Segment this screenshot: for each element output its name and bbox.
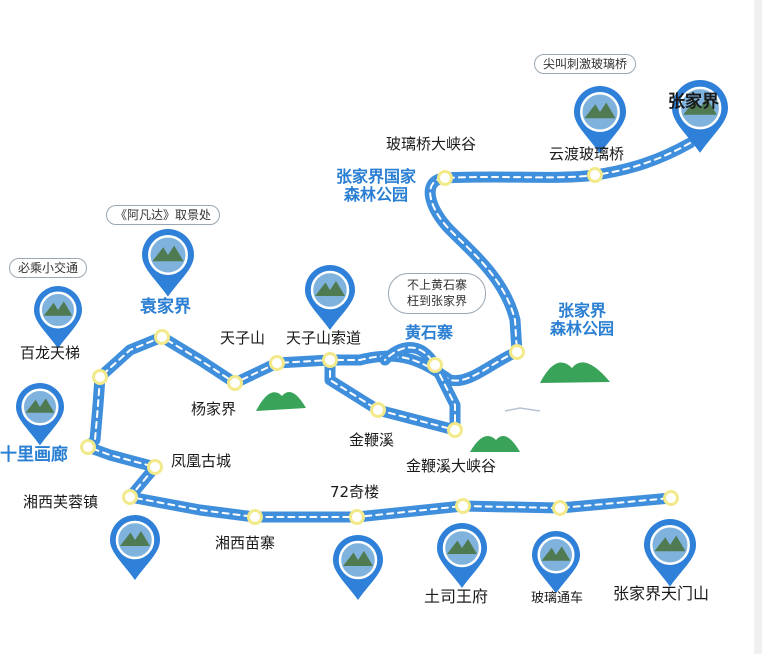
label-tusi-wangfu: 土司王府 bbox=[424, 587, 489, 606]
page-edge-strip bbox=[754, 0, 762, 654]
label-furong: 湘西芙蓉镇 bbox=[23, 493, 99, 511]
pin-scenery bbox=[43, 301, 73, 316]
label-yundu-bridge: 云渡玻璃桥 bbox=[549, 145, 625, 163]
tree-cluster-icon bbox=[256, 362, 610, 452]
label-huangshizhai: 黄石寨 bbox=[405, 323, 454, 342]
route-stop bbox=[122, 489, 138, 505]
route-stop bbox=[663, 490, 679, 506]
location-pin-icon bbox=[672, 80, 728, 153]
label-miaozhai: 湘西苗寨 bbox=[215, 534, 276, 552]
route-stop bbox=[269, 355, 285, 371]
tag-thrill-bridge: 尖叫刺激玻璃桥 bbox=[534, 54, 637, 75]
pin-scenery bbox=[541, 546, 571, 561]
route-stop bbox=[447, 422, 463, 438]
pin-scenery bbox=[120, 531, 150, 546]
route-stop bbox=[427, 357, 443, 373]
label-national-park: 张家界国家 森林公园 bbox=[335, 167, 416, 205]
location-pin-icon bbox=[532, 531, 580, 594]
label-fenghuang: 凤凰古城 bbox=[171, 452, 232, 470]
location-pin-icon bbox=[142, 229, 194, 297]
tag-huangshizhai-note-line-2: 枉到张家界 bbox=[406, 293, 467, 308]
route-stops bbox=[80, 167, 679, 525]
label-jinbianxi: 金鞭溪 bbox=[349, 431, 395, 449]
label-yuanjiajie: 袁家界 bbox=[140, 297, 191, 317]
pin-scenery bbox=[343, 551, 373, 566]
pin-scenery bbox=[447, 539, 477, 554]
tag-must-ride: 必乘小交通 bbox=[9, 258, 88, 279]
bird-icon bbox=[504, 407, 541, 412]
label-shili-hualang: 十里画廊 bbox=[0, 445, 68, 465]
route-stop bbox=[349, 509, 365, 525]
location-pins bbox=[16, 80, 728, 600]
route-stop bbox=[227, 375, 243, 391]
pin-scenery bbox=[25, 398, 55, 413]
route-stop bbox=[92, 369, 108, 385]
location-pin-icon bbox=[574, 86, 626, 154]
label-glass-canyon: 玻璃桥大峡谷 bbox=[386, 135, 477, 153]
route-stop bbox=[370, 402, 386, 418]
route-stop bbox=[509, 344, 525, 360]
location-pin-icon bbox=[644, 519, 696, 587]
route-stop bbox=[154, 329, 170, 345]
route-loop bbox=[324, 342, 461, 436]
pin-scenery bbox=[584, 102, 616, 119]
pin-scenery bbox=[152, 245, 184, 262]
label-72-qilou: 72奇楼 bbox=[330, 483, 380, 501]
location-pin-icon bbox=[109, 514, 160, 580]
label-zhangjiajie: 张家界 bbox=[668, 92, 719, 112]
label-glass-tram: 玻璃通车 bbox=[531, 591, 584, 606]
pin-scenery bbox=[315, 281, 345, 296]
route-stop bbox=[322, 352, 338, 368]
label-jinbianxi-canyon: 金鞭溪大峡谷 bbox=[406, 457, 497, 475]
location-pin-icon bbox=[305, 265, 355, 330]
tag-huangshizhai-note-line-1: 不上黄石寨 bbox=[406, 278, 467, 292]
route-stop bbox=[147, 459, 163, 475]
route-stop bbox=[455, 498, 471, 514]
location-pin-icon bbox=[333, 535, 383, 600]
tag-avatar-location: 《阿凡达》取景处 bbox=[106, 205, 221, 226]
tag-huangshizhai-note: 不上黄石寨 枉到张家界 bbox=[388, 273, 486, 315]
pin-scenery bbox=[654, 535, 686, 552]
location-pin-icon bbox=[34, 286, 82, 349]
pin-scenery bbox=[683, 97, 717, 115]
label-yangjiajie: 杨家界 bbox=[191, 400, 237, 418]
label-forest-park: 张家界 森林公园 bbox=[549, 301, 614, 339]
label-tianmenshan: 张家界天门山 bbox=[613, 584, 710, 603]
label-tianzishan: 天子山 bbox=[220, 329, 266, 347]
route-stop bbox=[587, 167, 603, 183]
route-stop bbox=[437, 170, 453, 186]
location-pin-icon bbox=[437, 523, 487, 588]
route-dash-line bbox=[329, 346, 456, 431]
location-pin-icon bbox=[16, 383, 64, 446]
route-stop bbox=[80, 439, 96, 455]
route-stop bbox=[247, 509, 263, 525]
label-bailong-elevator: 百龙天梯 bbox=[20, 344, 81, 362]
label-tianzi-cableway: 天子山索道 bbox=[286, 329, 362, 347]
route-stop bbox=[552, 500, 568, 516]
